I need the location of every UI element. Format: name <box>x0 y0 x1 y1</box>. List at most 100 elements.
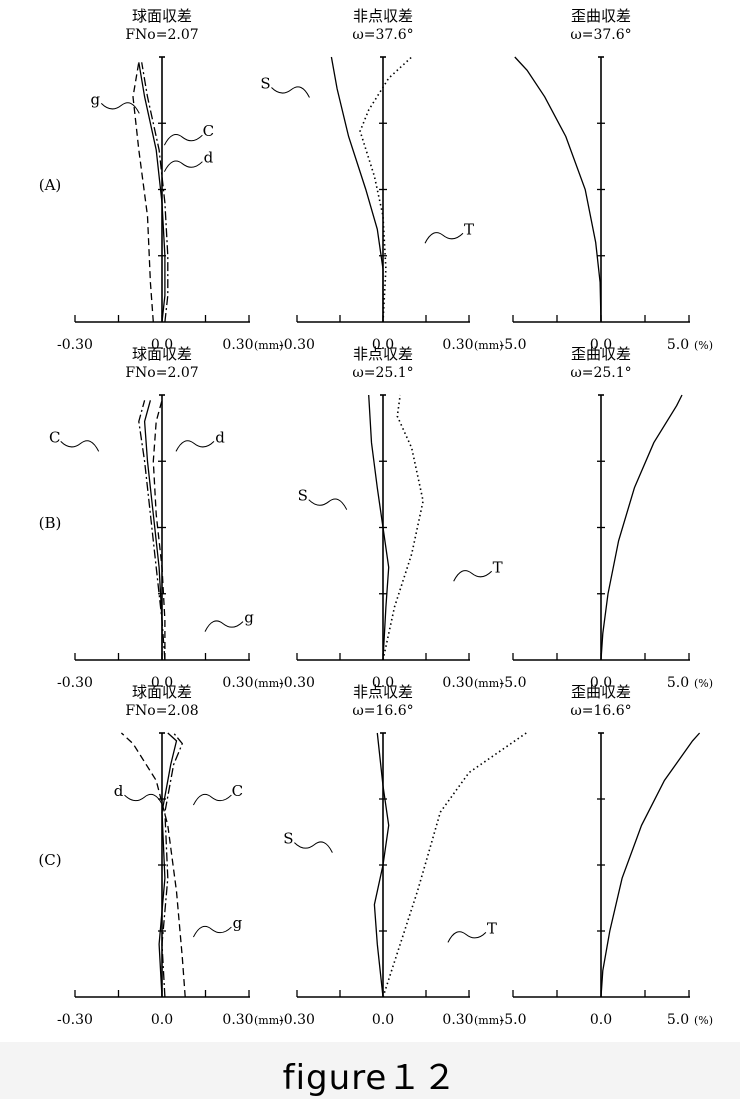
x-unit-label: (mm) <box>254 339 283 352</box>
x-tick-label: -0.30 <box>279 337 315 353</box>
curve-label: C <box>203 122 214 140</box>
curve-label-leader <box>100 102 140 114</box>
curve-label: d <box>215 428 225 446</box>
series-line-d <box>143 400 163 660</box>
x-tick-label: 5.0 <box>667 1012 689 1028</box>
series-line-S <box>373 732 390 998</box>
series-line-S <box>330 56 384 322</box>
panel-title: 非点収差 <box>353 345 413 363</box>
curve-label: g <box>90 90 100 108</box>
x-tick-label: -0.30 <box>279 675 315 691</box>
x-tick-label: 0.0 <box>151 1012 173 1028</box>
curve-label: S <box>298 487 308 505</box>
x-tick-label: -5.0 <box>500 1012 527 1028</box>
series-line-distortion <box>600 732 701 998</box>
x-unit-label: (%) <box>694 1014 713 1027</box>
series-line-T <box>359 56 413 323</box>
curve-label: C <box>49 428 60 446</box>
panel-title: 歪曲収差 <box>571 345 631 363</box>
x-unit-label: (mm) <box>474 339 503 352</box>
panel-subtitle: ω=25.1° <box>570 365 631 381</box>
x-unit-label: (%) <box>694 677 713 690</box>
curve-label-leader <box>453 570 493 582</box>
series-line-C <box>161 732 184 998</box>
curve-label-leader <box>192 793 232 806</box>
curve-label-leader <box>192 925 232 938</box>
series-line-g <box>152 400 166 660</box>
x-tick-label: 0.30 <box>222 675 253 691</box>
row-label: (A) <box>39 176 62 194</box>
curve-label: g <box>233 914 243 932</box>
panel-title: 歪曲収差 <box>571 683 631 701</box>
curve-label-leader <box>424 232 464 244</box>
series-line-g <box>132 62 154 323</box>
row-label: (C) <box>38 851 61 869</box>
curve-label: T <box>487 919 497 937</box>
x-tick-label: 0.30 <box>442 675 473 691</box>
x-unit-label: (%) <box>694 339 713 352</box>
curve-label: g <box>244 609 254 627</box>
row-label: (B) <box>39 514 62 532</box>
curve-label-leader <box>175 440 215 452</box>
panel-subtitle: FNo=2.07 <box>125 27 198 43</box>
curve-label: d <box>204 149 214 167</box>
x-tick-label: -0.30 <box>279 1012 315 1028</box>
x-tick-label: 0.30 <box>222 1012 253 1028</box>
panel-subtitle: FNo=2.07 <box>125 365 198 381</box>
x-tick-label: 0.0 <box>590 1012 612 1028</box>
curve-label-leader <box>308 498 348 510</box>
curve-label-leader <box>204 620 244 632</box>
x-tick-label: 0.0 <box>151 337 173 353</box>
x-tick-label: 0.0 <box>372 337 394 353</box>
x-tick-label: 0.30 <box>442 337 473 353</box>
x-tick-label: 0.0 <box>372 675 394 691</box>
x-tick-label: 5.0 <box>667 675 689 691</box>
series-line-distortion <box>600 394 683 661</box>
x-tick-label: 0.0 <box>590 337 612 353</box>
x-tick-label: -0.30 <box>57 675 93 691</box>
x-unit-label: (mm) <box>474 677 503 690</box>
curve-label: C <box>232 782 243 800</box>
curve-label: T <box>464 220 474 238</box>
x-tick-label: 5.0 <box>667 337 689 353</box>
panel-a-spherical: 球面収差 FNo=2.07 -0.30 0.0 0.30(mm) gCd <box>57 7 283 353</box>
x-unit-label: (mm) <box>254 677 283 690</box>
curve-label-leader <box>447 931 487 943</box>
x-unit-label: (mm) <box>474 1014 503 1027</box>
series-line-C <box>138 400 166 661</box>
panel-subtitle: ω=16.6° <box>352 703 413 719</box>
panel-subtitle: ω=25.1° <box>352 365 413 381</box>
x-tick-label: -5.0 <box>500 337 527 353</box>
x-tick-label: -0.30 <box>57 337 93 353</box>
x-unit-label: (mm) <box>254 1014 283 1027</box>
curve-label-leader <box>294 841 333 853</box>
x-tick-label: 0.30 <box>222 337 253 353</box>
panel-title: 歪曲収差 <box>571 7 631 25</box>
x-tick-label: 0.0 <box>151 675 173 691</box>
curve-label-leader <box>163 134 203 146</box>
series-line-S <box>368 394 390 661</box>
series-line-T <box>382 394 424 661</box>
panel-title: 球面収差 <box>132 345 192 363</box>
x-tick-label: 0.30 <box>442 1012 473 1028</box>
panel-subtitle: ω=16.6° <box>570 703 631 719</box>
curve-label: d <box>114 782 124 800</box>
figure-caption: figure１２ <box>282 1058 458 1098</box>
curve-label-leader <box>124 793 163 806</box>
series-line-C <box>141 62 169 323</box>
panel-title: 非点収差 <box>353 683 413 701</box>
panel-title: 球面収差 <box>132 683 192 701</box>
series-line-g <box>120 732 186 998</box>
curve-label-leader <box>163 160 203 172</box>
curve-label: S <box>260 75 270 93</box>
curve-label: S <box>283 830 293 848</box>
panel-title: 球面収差 <box>132 7 192 25</box>
series-line-distortion <box>514 56 602 323</box>
caption-band <box>0 1042 740 1099</box>
